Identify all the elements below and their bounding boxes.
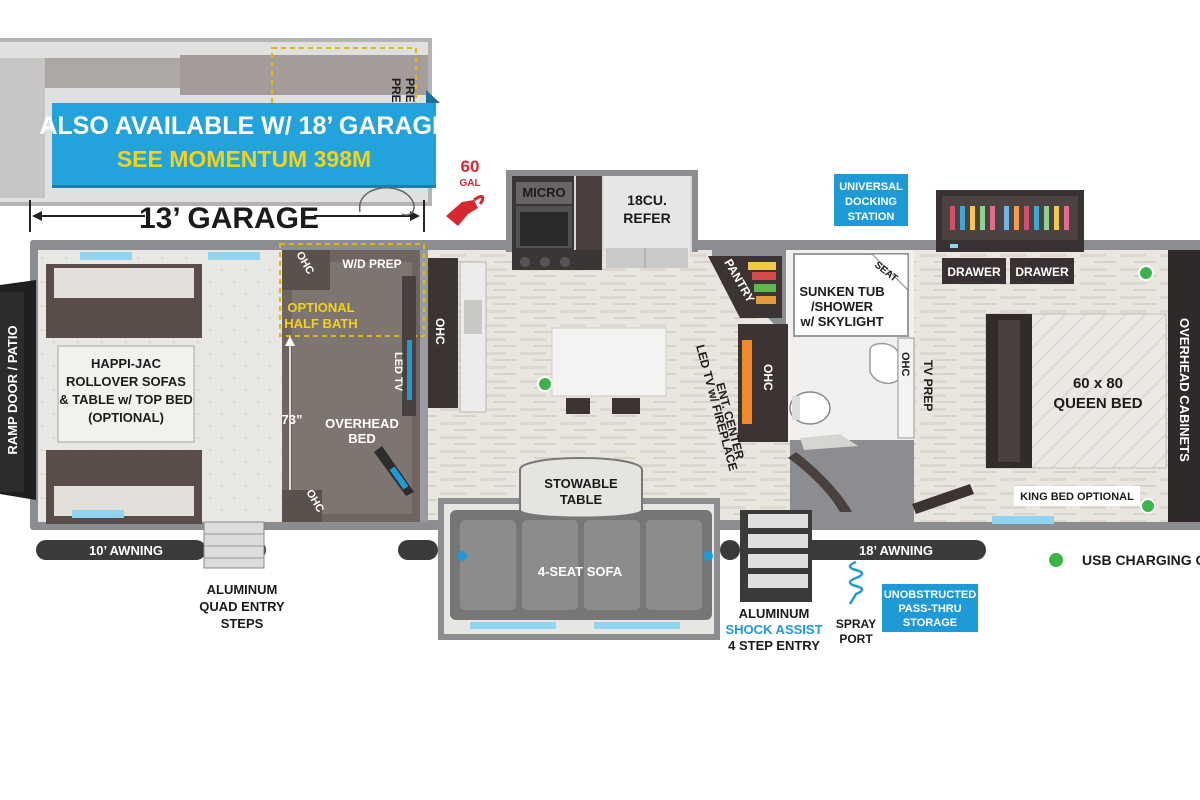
tub-label-2: /SHOWER — [811, 299, 874, 314]
living-slideout: 4-SEAT SOFA STOWABLE TABLE — [438, 457, 720, 640]
fuel-nozzle-icon — [446, 195, 485, 226]
tub-label-1: SUNKEN TUB — [799, 284, 884, 299]
spray-label-1: SPRAY — [836, 617, 876, 631]
usb-charging-dot-icon — [537, 376, 553, 392]
dim-73-label: 73” — [282, 412, 303, 427]
storage-label-1: UNOBSTRUCTED — [884, 589, 976, 601]
docking-station-callout: UNIVERSAL DOCKING STATION — [834, 174, 908, 226]
spray-label-2: PORT — [839, 632, 873, 646]
awning-10-label: 10’ AWNING — [89, 543, 163, 558]
refer-label-1: 18CU. — [627, 192, 667, 208]
storage-callout: UNOBSTRUCTED PASS-THRU STORAGE — [882, 584, 978, 632]
docking-label-1: UNIVERSAL — [839, 181, 903, 193]
overhead-bed-label-2: BED — [348, 431, 375, 446]
entry-label-1: ALUMINUM — [739, 606, 810, 621]
kitchen-slideout: MICRO 18CU. REFER — [506, 170, 698, 270]
happi-label-3: & TABLE w/ TOP BED — [59, 392, 193, 407]
banner-line-1: ALSO AVAILABLE W/ 18’ GARAGE — [39, 112, 448, 140]
king-optional-label: KING BED OPTIONAL — [1020, 491, 1134, 503]
bath-ohc-label: OHC — [899, 352, 911, 377]
top-prep-label-1: PREP — [389, 78, 403, 111]
entry-label-3: 4 STEP ENTRY — [728, 638, 820, 653]
overhead-cabinets-label: OVERHEAD CABINETS — [1177, 318, 1192, 462]
drawer-left-label: DRAWER — [947, 265, 1001, 279]
steps-label-2: QUAD ENTRY — [199, 599, 285, 614]
garage-section: OHC W/D PREP OPTIONAL HALF BATH LED TV O… — [279, 243, 425, 522]
hanging-clothes — [950, 206, 1069, 230]
usb-charging-dot-icon — [1138, 265, 1154, 281]
half-bath-label-2: HALF BATH — [284, 316, 357, 331]
usb-charging-dot-icon — [1049, 553, 1063, 567]
half-bath-label-1: OPTIONAL — [287, 300, 354, 315]
bedroom-window-bottom — [992, 516, 1054, 524]
wardrobe: DRAWER DRAWER — [936, 190, 1084, 284]
shock-assist-steps: ALUMINUM SHOCK ASSIST 4 STEP ENTRY — [725, 510, 823, 653]
usb-charging-dot-icon — [1140, 498, 1156, 514]
docking-label-2: DOCKING — [845, 196, 897, 208]
tv-prep-label: TV PREP — [921, 360, 935, 411]
happi-label-2: ROLLOVER SOFAS — [66, 374, 186, 389]
happi-jac-sofas: HAPPI-JAC ROLLOVER SOFAS & TABLE w/ TOP … — [46, 252, 260, 524]
wd-prep-label: W/D PREP — [342, 257, 401, 271]
bedroom-door — [788, 452, 852, 512]
garage-dimension: 13’ GARAGE — [29, 200, 425, 235]
fuel-amount: 60 — [461, 157, 480, 176]
fuel-station: 60 GAL — [446, 157, 485, 226]
pantry: PANTRY — [708, 256, 782, 318]
stowable-label-1: STOWABLE — [544, 476, 618, 491]
spray-port: SPRAY PORT — [836, 560, 876, 646]
steps-label-1: ALUMINUM — [207, 582, 278, 597]
storage-label-3: STORAGE — [903, 617, 957, 629]
fuel-hose — [359, 187, 415, 216]
led-tv-label: LED TV — [392, 352, 404, 392]
bed-label-2: QUEEN BED — [1053, 395, 1142, 412]
queen-bed: 60 x 80 QUEEN BED KING BED OPTIONAL OVER… — [985, 313, 1192, 506]
bathroom: SEAT SUNKEN TUB /SHOWER w/ SKYLIGHT OHC … — [789, 253, 935, 450]
top-prep-label-2: PREP — [403, 78, 417, 111]
refer-label-2: REFER — [623, 210, 670, 226]
awning-18-label: 18’ AWNING — [859, 543, 933, 558]
happi-label-4: (OPTIONAL) — [88, 410, 164, 425]
banner-line-2: SEE MOMENTUM 398M — [117, 146, 371, 172]
usb-legend: USB CHARGING OU — [1049, 552, 1200, 568]
entry-label-2: SHOCK ASSIST — [725, 622, 822, 637]
micro-label: MICRO — [522, 185, 565, 200]
ramp-door-label: RAMP DOOR / PATIO — [5, 325, 20, 454]
storage-label-2: PASS-THRU — [898, 603, 961, 615]
bedroom-window-top — [950, 244, 958, 248]
usb-legend-label: USB CHARGING OU — [1082, 552, 1200, 568]
sofa-label: 4-SEAT SOFA — [538, 564, 623, 579]
overhead-bed-label-1: OVERHEAD — [325, 416, 399, 431]
bed-label-1: 60 x 80 — [1073, 375, 1123, 392]
happi-label-1: HAPPI-JAC — [91, 356, 162, 371]
awnings: 10’ AWNING 18’ AWNING — [36, 540, 986, 560]
fuel-unit: GAL — [459, 178, 480, 189]
stowable-label-2: TABLE — [560, 492, 603, 507]
spray-hose-icon — [848, 560, 864, 605]
quad-entry-steps: ALUMINUM QUAD ENTRY STEPS — [199, 521, 285, 631]
alt-garage-banner[interactable]: ALSO AVAILABLE W/ 18’ GARAGE SEE MOMENTU… — [39, 90, 449, 188]
tub-label-3: w/ SKYLIGHT — [799, 314, 883, 329]
garage-dimension-label: 13’ GARAGE — [139, 202, 319, 235]
steps-label-3: STEPS — [221, 616, 264, 631]
kitchen-ohc-label: OHC — [433, 318, 447, 345]
docking-label-3: STATION — [848, 211, 895, 223]
drawer-right-label: DRAWER — [1015, 265, 1069, 279]
bedroom-nightstand — [912, 484, 974, 514]
ent-ohc-label: OHC — [761, 364, 775, 391]
